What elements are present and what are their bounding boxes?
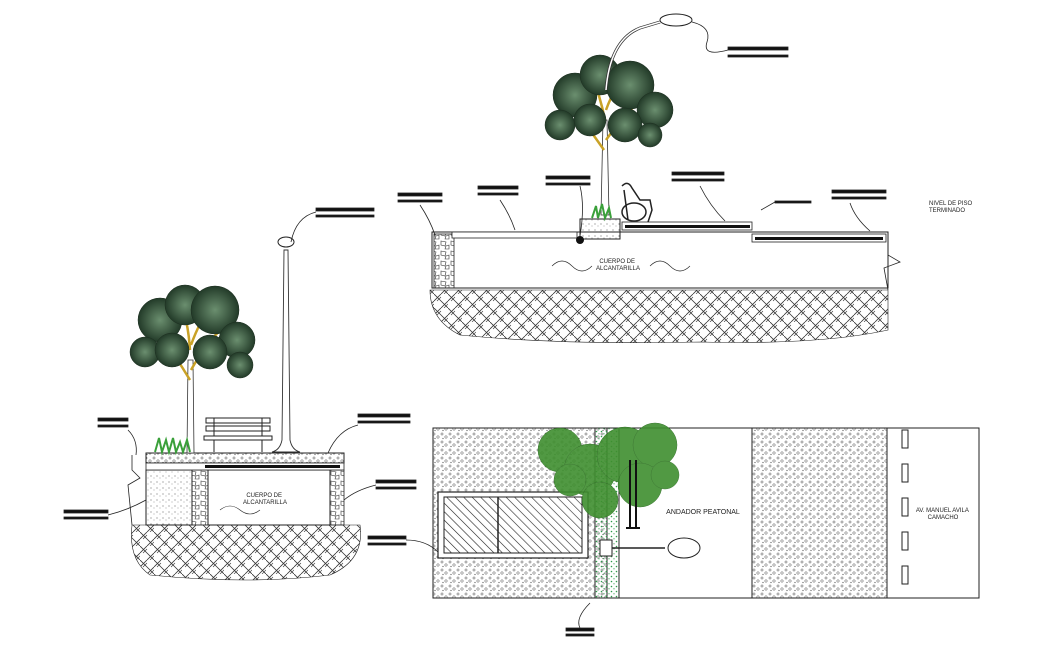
svg-text:CUERPO DE ALCANTARILLA: CUERPO DE ALCANTARILLA <box>243 493 287 506</box>
grass-icon <box>154 436 191 456</box>
svg-text:ANDADOR PEATONAL: ANDADOR PEATONAL <box>666 509 740 516</box>
svg-text:CUERPO DE ALCANTARILLA: CUERPO DE ALCANTARILLA <box>596 259 640 272</box>
plan-view: ANDADOR PEATONAL AV. MANUEL AVILA CAMACH… <box>367 422 980 637</box>
tree-icon <box>537 422 680 519</box>
alcantarilla-left-line2: ALCANTARILLA <box>243 500 287 506</box>
lane-dashes <box>901 429 909 585</box>
planter-top <box>579 218 621 240</box>
left-section: CUERPO DE ALCANTARILLA <box>63 207 417 581</box>
culvert-grate <box>437 491 589 559</box>
street-lamp-icon <box>599 537 701 559</box>
avenida-line2: CAMACHO <box>928 515 959 521</box>
andador-peatonal-label: ANDADOR PEATONAL <box>666 509 740 516</box>
bench-icon <box>626 460 640 529</box>
stone-wall-left-top <box>433 233 455 289</box>
soil-hatch-left <box>131 524 361 581</box>
top-section: NIVEL DE PISO TERMINADO CUERPO DE ALCANT… <box>397 13 974 343</box>
avenida-line1: AV. MANUEL AVILA <box>916 508 969 514</box>
svg-text:AV. MANUEL AVILA CAMACHO: AV. MANUEL AVILA CAMACHO <box>916 508 970 521</box>
street-lamp-icon <box>271 236 301 453</box>
bench-icon <box>203 417 273 452</box>
grass-icon <box>591 203 612 222</box>
soil-hatch-top <box>429 289 889 343</box>
callouts-top <box>397 21 887 237</box>
bench-icon <box>621 182 653 223</box>
nivel-piso-line1: NIVEL DE PISO <box>929 201 972 207</box>
street-lamp-icon <box>604 13 693 91</box>
tree-icon <box>544 54 674 222</box>
callouts-plan <box>367 535 595 637</box>
tree-icon <box>129 284 256 456</box>
alcantarilla-top-line2: ALCANTARILLA <box>596 266 640 272</box>
callouts-left <box>63 207 417 520</box>
alcantarilla-left-line1: CUERPO DE <box>246 493 282 499</box>
svg-text:NIVEL DE PISO TERMINADO: NIVEL DE PISO TERMINADO <box>929 201 974 214</box>
alcantarilla-top-line1: CUERPO DE <box>599 259 635 265</box>
nivel-piso-line2: TERMINADO <box>929 208 965 214</box>
culvert-body-left <box>207 469 331 526</box>
